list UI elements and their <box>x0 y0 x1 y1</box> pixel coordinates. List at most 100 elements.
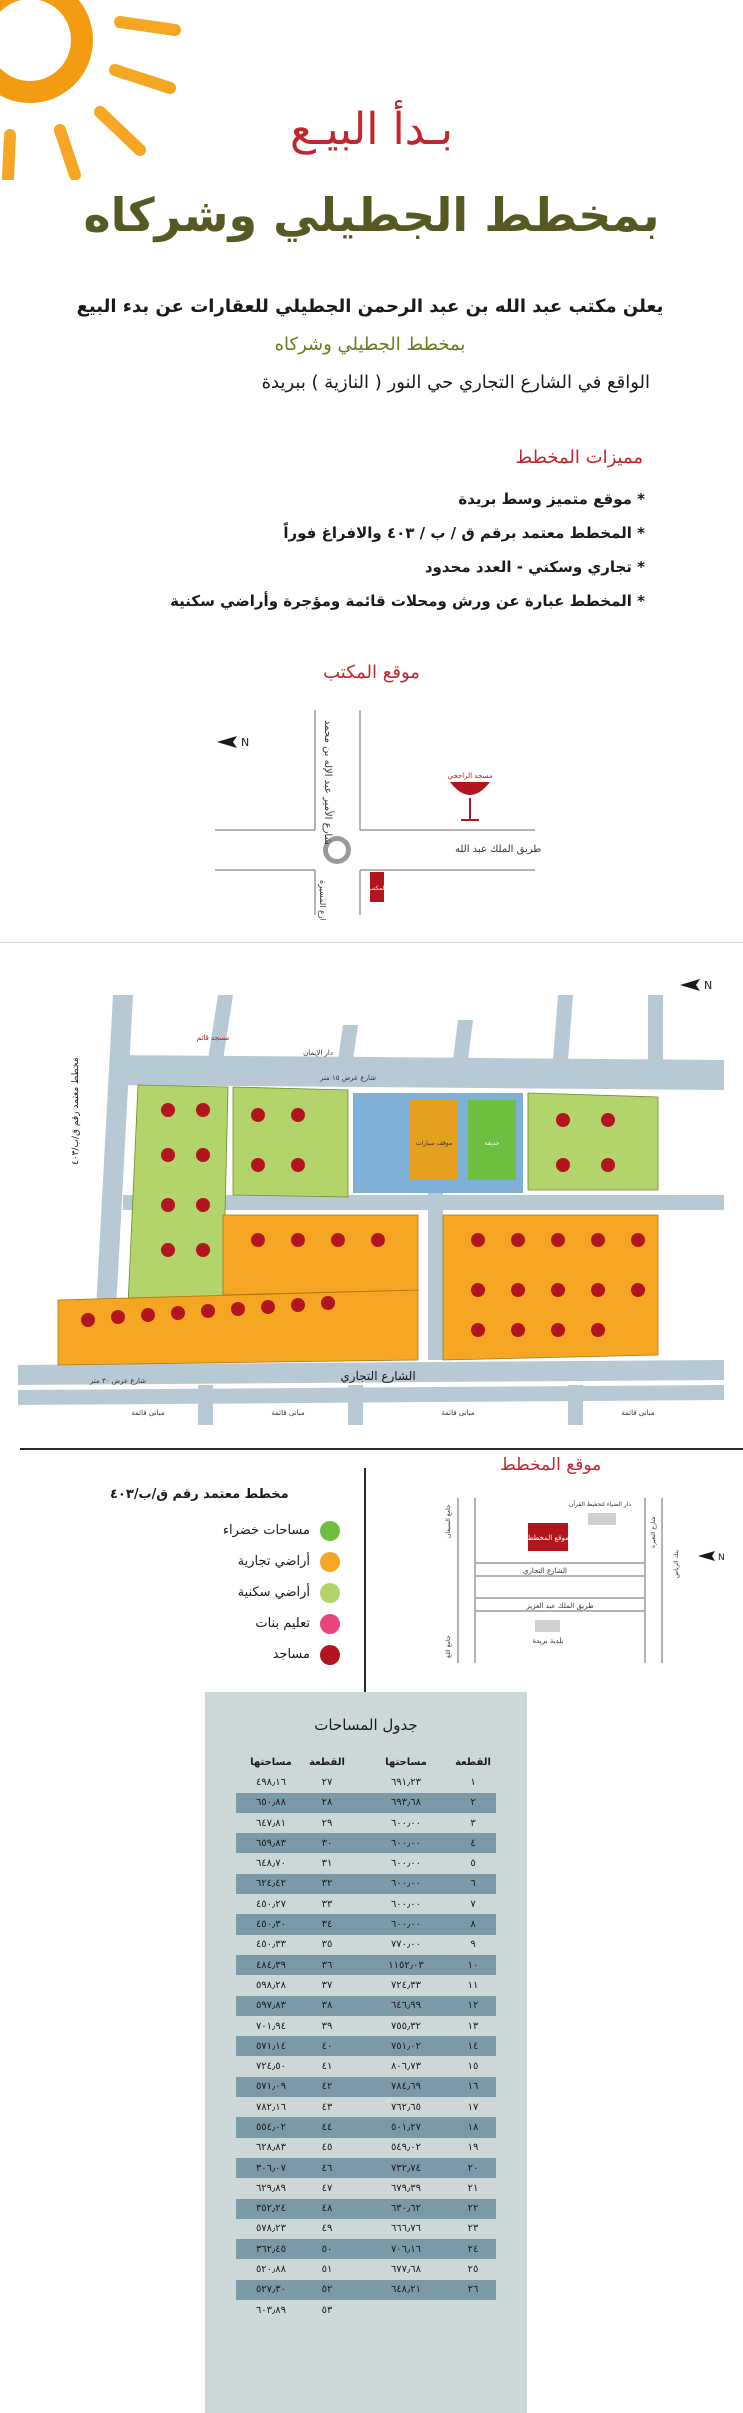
plot-number-cell: ٣ <box>450 1812 496 1834</box>
plot-number-cell: ٤٣ <box>306 2097 348 2118</box>
features-heading: مميزات المخطط <box>515 447 643 468</box>
plot-area-cell: ٦٠٠٫٠٠ <box>362 1833 450 1854</box>
plot-area-cell: ٦٠٠٫٠٠ <box>362 1914 450 1935</box>
plot-area-cell: ٦٠٣٫٨٩ <box>236 2300 306 2321</box>
plot-area-cell: ٦٦٦٫٧٦ <box>362 2218 450 2240</box>
plot-number-cell: ٤٦ <box>306 2157 348 2179</box>
office-marker <box>370 872 384 902</box>
plot-number-cell: ٢٧ <box>306 1772 348 1793</box>
legend-label: أراضي سكنية <box>237 1585 310 1600</box>
plot-area-cell: ٥٩٧٫٨٣ <box>236 1995 306 2016</box>
plot-area-cell: ٦٢٤٫٤٢ <box>236 1873 306 1895</box>
map-legend: مساحات خضراء أراضي تجارية أراضي سكنية تع… <box>120 1515 340 1670</box>
area-table-title: جدول المساحات <box>314 1716 418 1734</box>
commercial-street-label: الشارع التجاري <box>523 1567 567 1575</box>
legend-swatch <box>320 1582 340 1603</box>
plot-area-cell: ٦٩٣٫٦٨ <box>362 1792 450 1813</box>
plot-number-cell: ٣٤ <box>306 1914 348 1935</box>
plot-number-cell: ٧ <box>450 1894 496 1915</box>
north-label: N <box>704 979 712 992</box>
plot-number-cell: ٢١ <box>450 2178 496 2199</box>
legend-item: تعليم بنات <box>120 1608 340 1639</box>
mosque-label: مسجد قائم <box>197 1034 230 1042</box>
plot-area-cell: ٦٤٨٫٧٠ <box>236 1853 306 1874</box>
section-divider <box>0 942 743 943</box>
plan-location-marker <box>528 1523 568 1551</box>
plot-number-cell: ٢٤ <box>450 2239 496 2260</box>
plot-number-cell: ٤١ <box>306 2056 348 2077</box>
north-arrow-icon: N <box>680 979 712 992</box>
legend-item: مساحات خضراء <box>120 1515 340 1546</box>
plot-number-cell: ٣٠ <box>306 1833 348 1854</box>
street-15-label: شارع عرض ١٥ متر <box>319 1074 376 1082</box>
road-label: طريق الملك عبد الله <box>455 844 541 855</box>
plot-area-cell: ٧٨٢٫١٦ <box>236 2097 306 2118</box>
garden-label: حديقة <box>485 1140 500 1147</box>
plot-area-cell: ٧٢٤٫٥٠ <box>236 2056 306 2077</box>
features-list: موقع متميز وسط بريدة المخطط معتمد برقم ق… <box>85 482 645 618</box>
plot-number-cell: ١٥ <box>450 2056 496 2077</box>
north-label: N <box>718 1553 725 1563</box>
plot-area-cell: ٤٩٨٫١٦ <box>236 1772 306 1793</box>
legend-label: أراضي تجارية <box>237 1554 310 1569</box>
land-plan-map: N الشارع التجاري شارع عرض ١٥ متر شارع عر… <box>18 965 724 1425</box>
plot-number-cell: ٢٦ <box>450 2279 496 2301</box>
plot-area-cell: ١١٥٢٫٠٣ <box>362 1954 450 1976</box>
plot-number-cell: ١٦ <box>450 2076 496 2098</box>
plot-area-cell: ٤٨٤٫٣٩ <box>236 1954 306 1976</box>
plot-area-cell: ٦٠٠٫٠٠ <box>362 1894 450 1915</box>
plot-area-cell: ٥٧١٫١٤ <box>236 2036 306 2057</box>
plot-area-cell: ٦٤٧٫٨١ <box>236 1812 306 1834</box>
plot-area-cell: ٦٠٠٫٠٠ <box>362 1812 450 1834</box>
plot-area-cell: ٨٠٦٫٧٣ <box>362 2056 450 2077</box>
plot-area-cell: ٦٧٩٫٣٩ <box>362 2178 450 2199</box>
dar-label: دار الإيمان <box>303 1049 333 1057</box>
plot-number-cell: ٣٢ <box>306 1873 348 1895</box>
mosque-icon <box>450 782 490 795</box>
plan-location-heading: موقع المخطط <box>500 1455 602 1475</box>
plot-number-cell: ٨ <box>450 1914 496 1935</box>
table-header: القطعة <box>309 1756 345 1768</box>
plot-number-cell: ١٨ <box>450 2117 496 2138</box>
plot-area-cell: ٦٤٨٫٢١ <box>362 2279 450 2301</box>
plot-number-cell: ١٠ <box>450 1954 496 1976</box>
table-header: مساحتها <box>250 1756 292 1768</box>
plot-number-cell: ٥٠ <box>306 2239 348 2260</box>
legend-swatch <box>320 1613 340 1634</box>
feature-item: المخطط عبارة عن ورش ومحلات قائمة ومؤجرة … <box>85 584 645 618</box>
plot-number-cell <box>450 2300 496 2321</box>
plot-area-cell: ٦٢٨٫٨٣ <box>236 2137 306 2158</box>
plot-number-cell: ١١ <box>450 1975 496 1996</box>
main-title: بـدأ البيـع <box>290 104 453 155</box>
intro-line-3: الواقع في الشارع التجاري حي النور ( النا… <box>261 372 650 393</box>
plot-number-cell: ٤ <box>450 1833 496 1854</box>
plot-number-cell: ٩ <box>450 1934 496 1955</box>
plot-area-cell: ٦٠٠٫٠٠ <box>362 1853 450 1874</box>
plot-area-cell: ٦٠٠٫٠٠ <box>362 1873 450 1895</box>
feature-item: تجاري وسكني - العدد محدود <box>85 550 645 584</box>
plot-number-cell: ٥٢ <box>306 2279 348 2301</box>
king-road-label: طريق الملك عبد العزيز <box>525 1602 594 1610</box>
plot-area-cell: ٧٣٢٫٧٤ <box>362 2157 450 2179</box>
legend-swatch <box>320 1551 340 1572</box>
plot-number-cell: ٤٢ <box>306 2076 348 2098</box>
legend-item: أراضي تجارية <box>120 1546 340 1577</box>
plot-area-cell <box>362 2300 450 2321</box>
plot-area-cell: ٧٥١٫٠٢ <box>362 2036 450 2057</box>
plot-number-cell: ١٣ <box>450 2015 496 2037</box>
plot-area-cell: ٥٢٧٫٣٠ <box>236 2279 306 2301</box>
